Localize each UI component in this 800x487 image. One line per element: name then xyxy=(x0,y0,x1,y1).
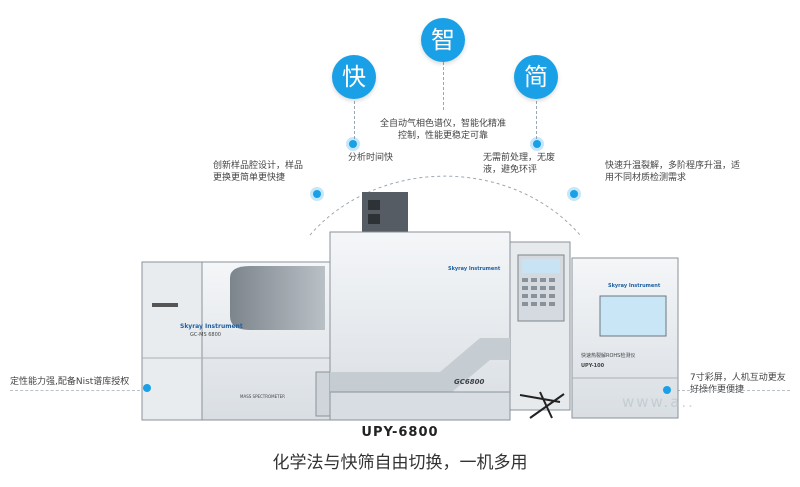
feature-center-text: 全自动气相色谱仪，智能化精准控制，性能更稳定可靠 xyxy=(380,119,507,141)
stem-left xyxy=(354,96,356,144)
arc-dot-left xyxy=(313,190,321,198)
gas-chromatograph xyxy=(329,192,571,421)
badge-kuai: 快 xyxy=(332,55,376,99)
badge-zhi: 智 xyxy=(421,18,465,62)
watermark: www.a.. xyxy=(622,393,695,411)
bottom-right-guide xyxy=(672,390,790,391)
ms-model-label: GC-MS 6800 xyxy=(190,332,221,338)
gc-brand-label: Skyray Instrument xyxy=(448,266,501,272)
pyro-brand-label: Skyray Instrument xyxy=(608,283,661,289)
stem-right xyxy=(536,96,538,144)
pyro-title-label: 快速热裂解ROHS检测仪 xyxy=(581,353,636,359)
pyro-model-label: UPY-100 xyxy=(581,363,605,369)
gc-model-label: GC6800 xyxy=(454,378,485,386)
mass-spectrometer xyxy=(141,261,335,421)
ms-brand-label: Skyray Instrument xyxy=(180,323,243,330)
feature-bottom-left-text: 定性能力强,配备Nist谱库授权 xyxy=(10,377,130,387)
feature-right-text: 快速升温裂解，多阶程序升温，适用不同材质检测需求 xyxy=(605,161,741,183)
model-name: UPY-6800 xyxy=(361,425,439,440)
ms-foot-label: MASS SPECTROMETER xyxy=(240,394,285,399)
badge-jian: 简 xyxy=(514,55,558,99)
stem-center xyxy=(443,62,445,110)
feature-upper-left-text: 分析时间快 xyxy=(348,153,394,163)
pyrolyzer xyxy=(571,257,679,419)
feature-left-text: 创新样品腔设计，样品更换更简单更快捷 xyxy=(213,161,304,183)
bottom-left-guide xyxy=(10,390,140,391)
arc-dot-upper-left xyxy=(349,140,357,148)
arc-dot-right xyxy=(570,190,578,198)
arc-dot-upper-right xyxy=(533,140,541,148)
product-caption: 化学法与快筛自由切换，一机多用 xyxy=(272,453,528,473)
feature-upper-right-text: 无需前处理，无废液，避免环评 xyxy=(483,153,556,175)
